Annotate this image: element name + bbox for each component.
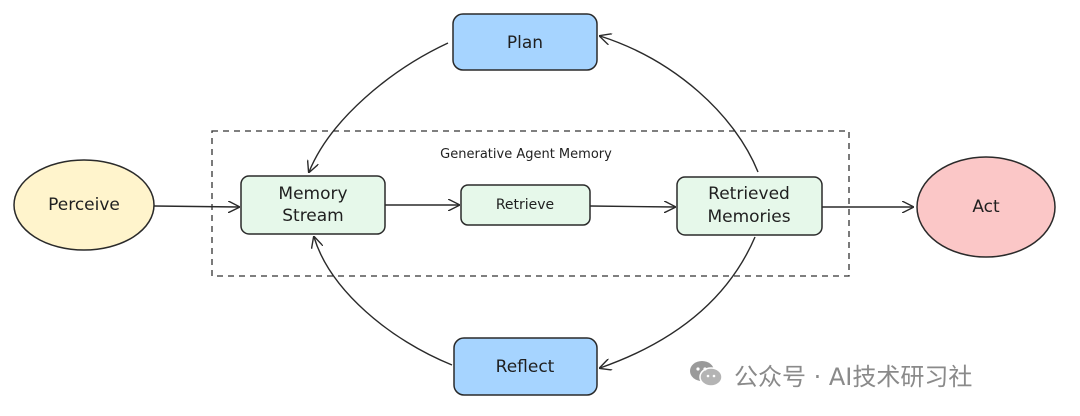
node-plan: Plan: [452, 13, 598, 71]
arrow-plan-to-memory: [309, 42, 449, 172]
node-reflect: Reflect: [453, 337, 598, 396]
arrow-retrieved-to-reflect: [600, 236, 756, 368]
arrow-reflect-to-memory: [314, 237, 453, 366]
node-plan-label: Plan: [507, 33, 543, 53]
frame-title: Generative Agent Memory: [440, 147, 612, 162]
node-retrieve-label: Retrieve: [496, 197, 554, 213]
node-reflect-label: Reflect: [496, 357, 555, 377]
watermark: 公众号 · AI技术研习社: [688, 352, 1068, 396]
memory-frame: [211, 130, 850, 277]
wechat-icon: [688, 359, 724, 389]
node-memory-stream: Memory Stream: [240, 175, 386, 235]
node-act: Act: [916, 156, 1056, 258]
node-perceive-label: Perceive: [48, 195, 120, 215]
node-memory-stream-label-line1: Memory: [278, 184, 347, 204]
node-retrieve: Retrieve: [460, 184, 591, 226]
arrow-perceive-to-memory: [153, 206, 239, 207]
node-perceive: Perceive: [13, 159, 155, 251]
node-retrieved-memories: Retrieved Memories: [676, 176, 823, 236]
node-act-label: Act: [972, 197, 1000, 217]
watermark-text: 公众号 · AI技术研习社: [734, 362, 973, 391]
arrow-retrieve-to-retrieved: [589, 206, 675, 207]
node-retrieved-memories-label-line1: Retrieved: [708, 184, 790, 204]
arrow-retrieved-to-plan: [600, 36, 759, 173]
node-retrieved-memories-label-line2: Memories: [707, 207, 790, 227]
node-memory-stream-label-line2: Stream: [282, 206, 344, 226]
